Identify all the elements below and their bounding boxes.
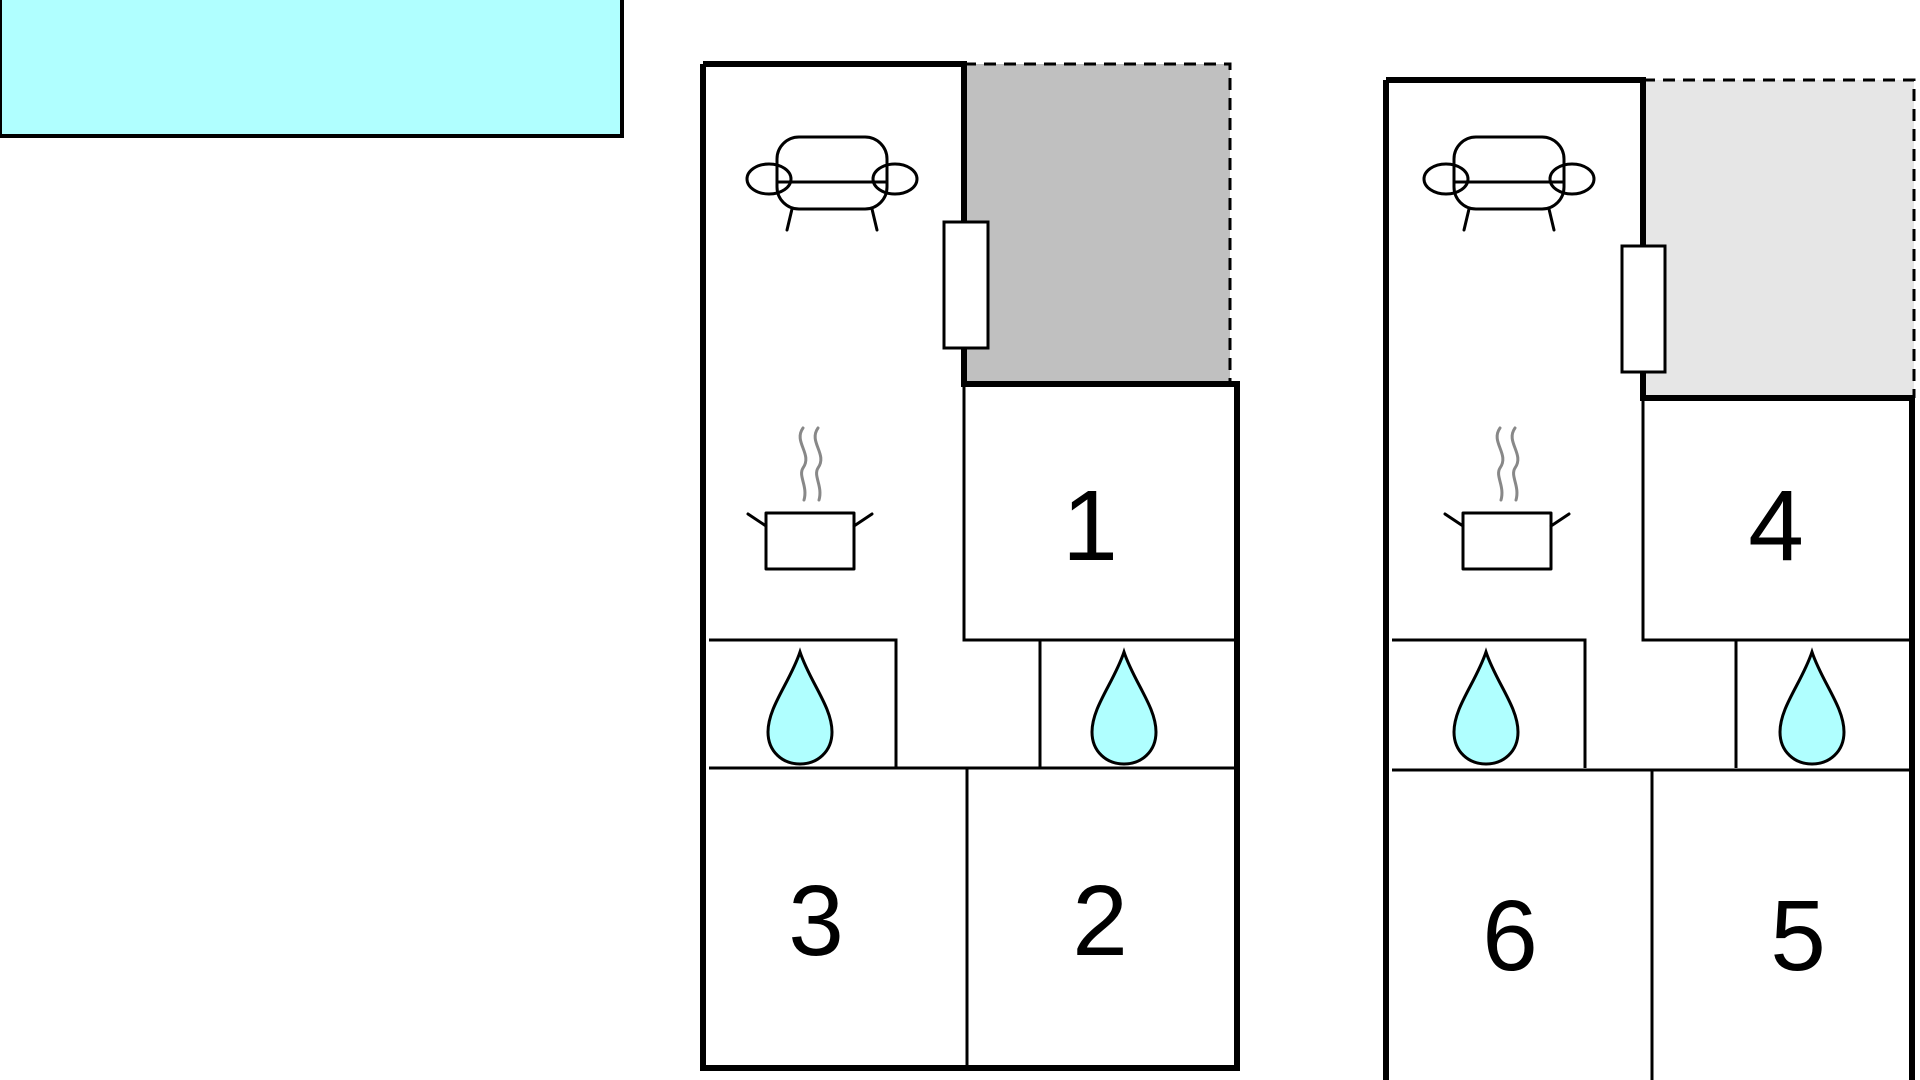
terrace-a: [964, 64, 1230, 384]
sofa-icon: [745, 135, 919, 232]
unit-a: 1 2 3: [700, 61, 1240, 1071]
terrace-b: [1643, 80, 1914, 398]
room-number: 2: [1072, 865, 1128, 977]
cooking-pot-icon: [746, 426, 874, 571]
pool-rectangle: [0, 0, 624, 138]
door-icon: [942, 220, 990, 350]
room-number: 5: [1770, 880, 1826, 992]
sofa-icon: [1422, 135, 1596, 232]
room-number: 1: [1062, 470, 1118, 582]
water-drop-icon: [766, 650, 834, 766]
door-icon: [1620, 244, 1667, 374]
room-number: 6: [1482, 880, 1538, 992]
cooking-pot-icon: [1443, 426, 1571, 571]
water-drop-icon: [1452, 650, 1520, 766]
room-number: 3: [788, 865, 844, 977]
water-drop-icon: [1778, 650, 1846, 766]
unit-b: 4 5 6: [1383, 77, 1916, 1080]
room-number: 4: [1748, 470, 1804, 582]
water-drop-icon: [1090, 650, 1158, 766]
